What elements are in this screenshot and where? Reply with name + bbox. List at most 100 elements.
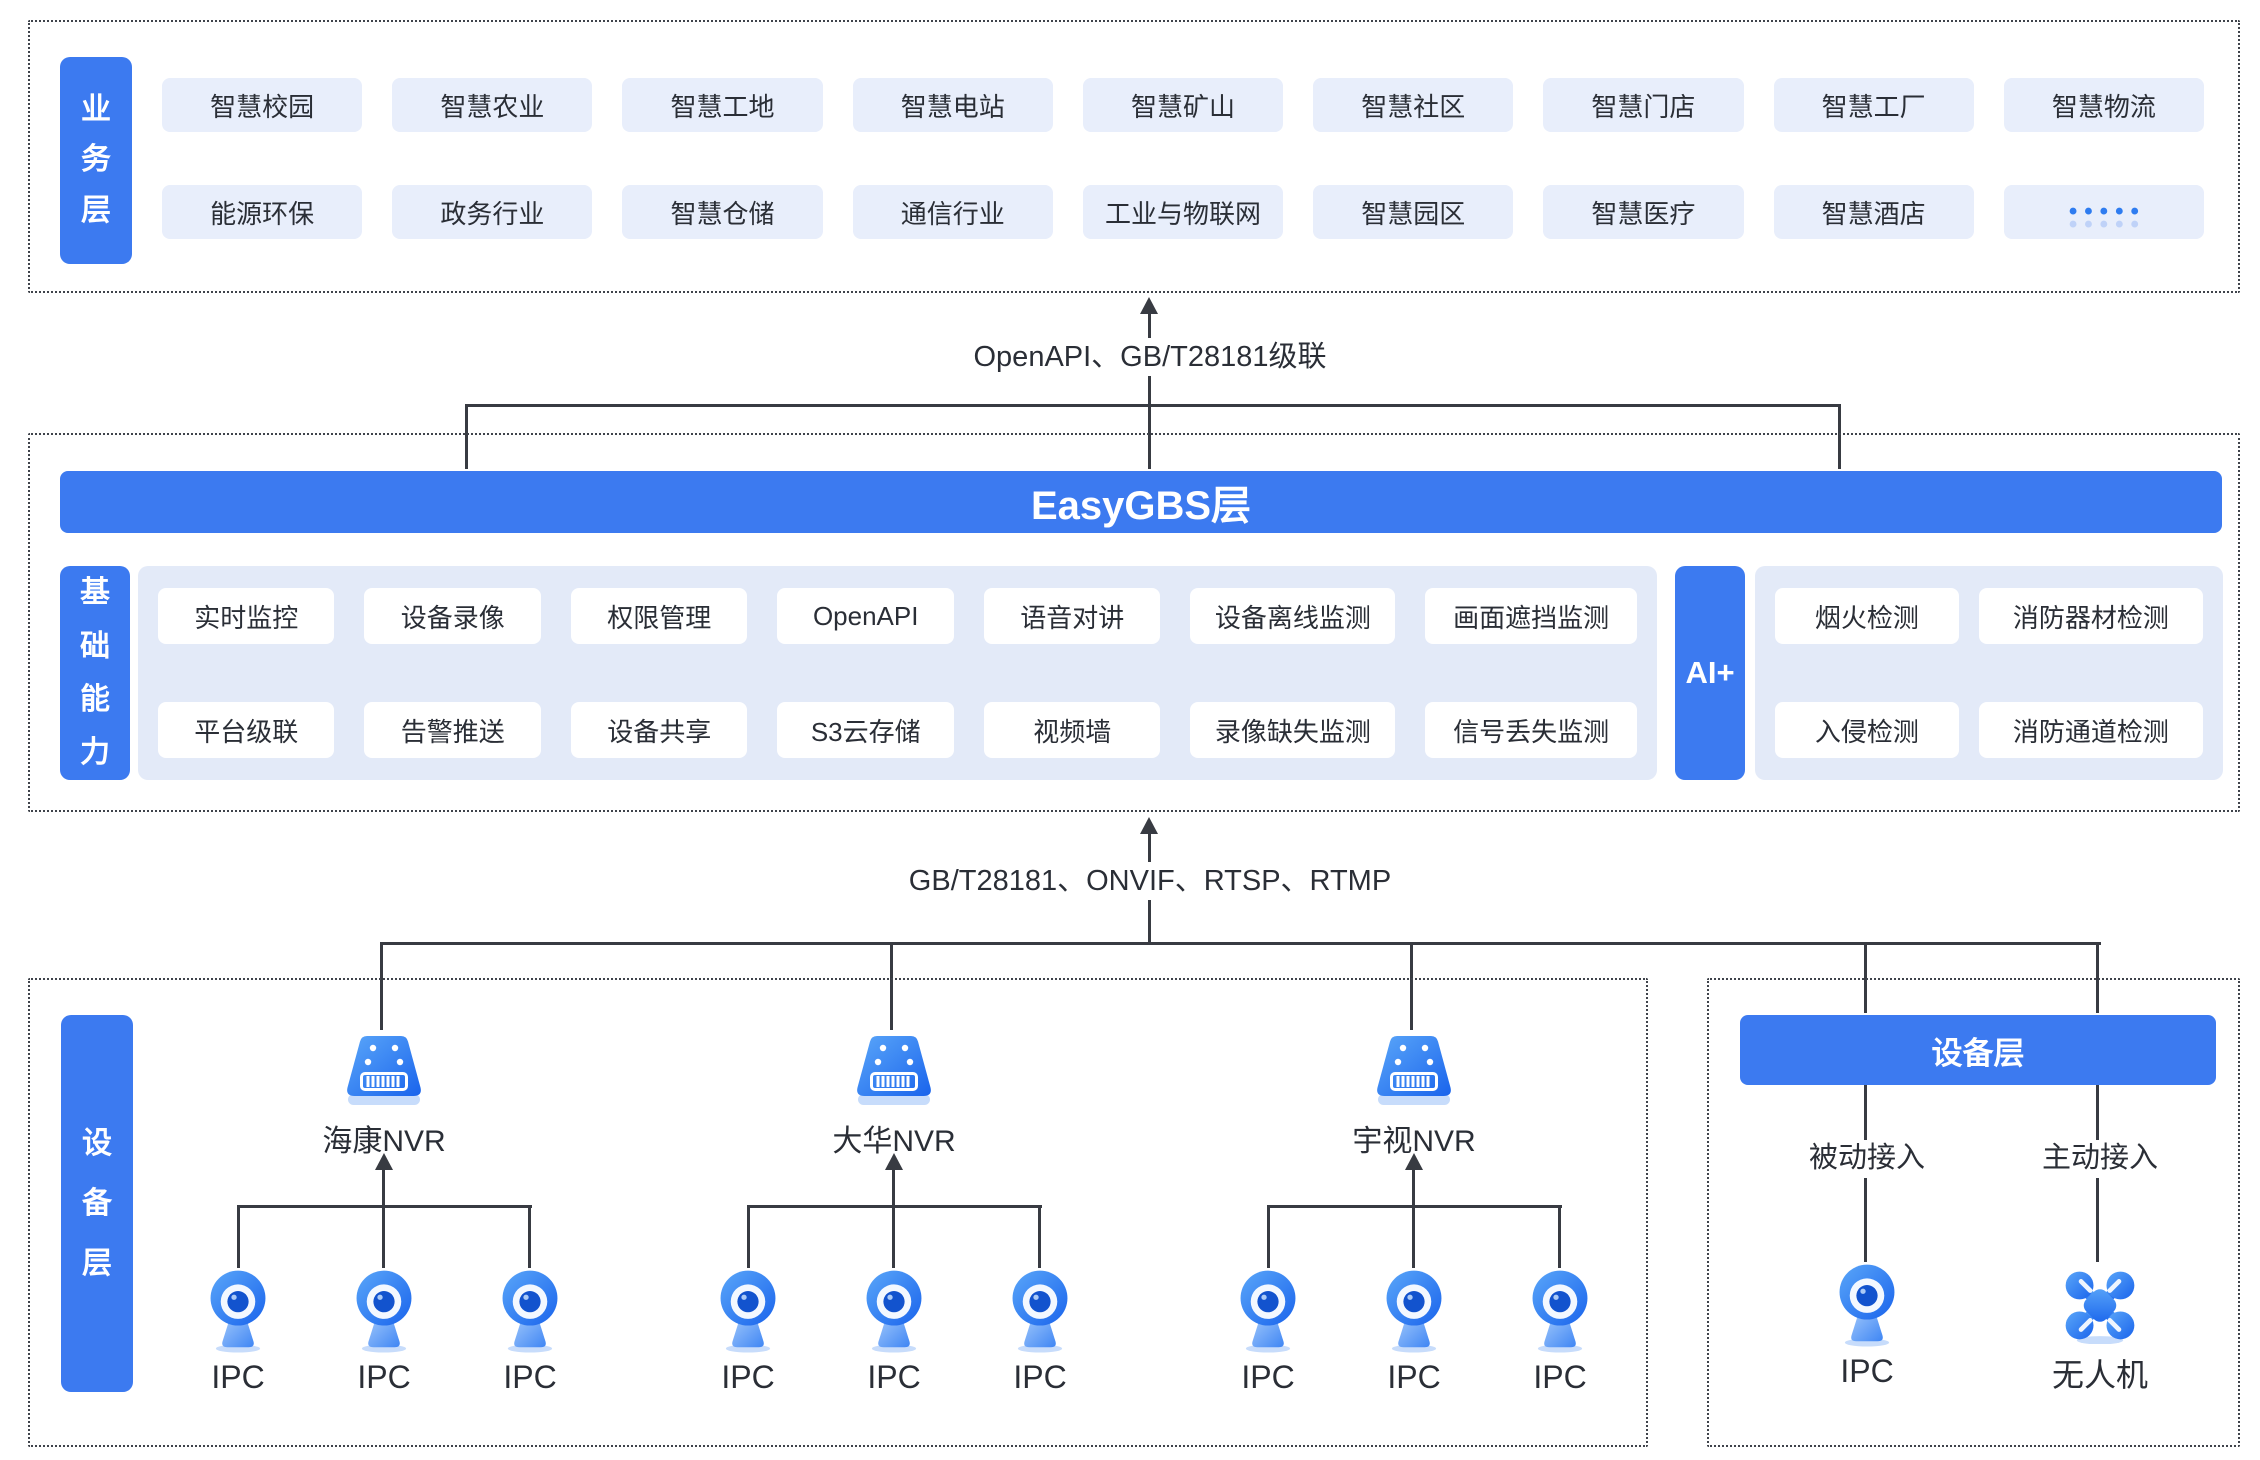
- business-item: 智慧社区: [1313, 78, 1514, 132]
- ipc-camera-icon: [1386, 1270, 1442, 1353]
- capabilities-label-text: 基础能力: [80, 576, 110, 770]
- drop-line-active-low: [2096, 1178, 2099, 1262]
- passive-access-label: 被动接入: [1767, 1140, 1967, 1176]
- business-item: 智慧物流: [2003, 78, 2204, 132]
- ipc-drop: [747, 1205, 750, 1268]
- capabilities-panel: 实时监控 设备录像 权限管理 OpenAPI 语音对讲 设备离线监测 画面遮挡监…: [138, 566, 1657, 780]
- device-layer-section: 设备层 海康NVR IPC IPC IPC: [28, 978, 1648, 1447]
- business-item: 智慧酒店: [1773, 185, 1974, 239]
- connector-bus-top: [465, 404, 1841, 407]
- business-items-grid: 智慧校园 智慧农业 智慧工地 智慧电站 智慧矿山 智慧社区 智慧门店 智慧工厂 …: [162, 78, 2204, 239]
- drop-line-passive-mid: [1864, 1085, 1867, 1142]
- ipc-unit: IPC: [1354, 1268, 1474, 1396]
- ipc-unit: IPC: [688, 1268, 808, 1396]
- nvr-riser: [382, 1169, 385, 1205]
- nvr-group-3: 宇视NVR IPC IPC IPC: [1194, 1032, 1634, 1432]
- arrow-up-to-nvr-icon: [885, 1153, 903, 1170]
- ai-capability-chip: 烟火检测: [1775, 588, 1959, 644]
- business-item: 智慧矿山: [1082, 78, 1284, 132]
- top-protocol-label: OpenAPI、GB/T28181级联: [959, 338, 1341, 376]
- drone-unit: 无人机: [2040, 1266, 2160, 1396]
- easygbs-core-section: EasyGBS层 基础能力 实时监控 设备录像 权限管理 OpenAPI 语音对…: [28, 433, 2240, 812]
- connector-riser-top: [1148, 312, 1151, 469]
- drop-line-nvr-1: [380, 942, 383, 1030]
- ipc-drop: [382, 1205, 385, 1268]
- ipc-label: IPC: [721, 1359, 775, 1395]
- capability-chip: 平台级联: [158, 702, 335, 758]
- ipc-camera-icon: [1839, 1264, 1895, 1347]
- drop-line-active-mid: [2096, 1085, 2099, 1142]
- ipc-camera-icon: [356, 1270, 412, 1353]
- device-layer-label-text: 设备层: [82, 1126, 112, 1280]
- capability-chip: 设备录像: [364, 588, 541, 644]
- arrow-up-to-nvr-icon: [1405, 1153, 1423, 1170]
- ipc-camera-icon: [720, 1270, 776, 1353]
- business-item: 智慧工地: [622, 78, 823, 132]
- drone-label: 无人机: [2051, 1357, 2148, 1393]
- capability-chip: 信号丢失监测: [1425, 702, 1637, 758]
- nvr-recorder-icon: [855, 1034, 933, 1107]
- easygbs-layer-bar: EasyGBS层: [60, 471, 2222, 533]
- nvr-riser: [1412, 1169, 1415, 1205]
- ipc-label: IPC: [1533, 1359, 1587, 1395]
- ipc-label: IPC: [867, 1359, 921, 1395]
- business-item: 智慧园区: [1313, 185, 1514, 239]
- business-layer-label: 业务层: [60, 57, 132, 264]
- ipc-unit: IPC: [980, 1268, 1100, 1396]
- ipc-label: IPC: [1013, 1359, 1067, 1395]
- capability-chip: 录像缺失监测: [1190, 702, 1396, 758]
- drop-line-nvr-3: [1410, 942, 1413, 1030]
- drop-line-passive: [1864, 942, 1867, 1013]
- business-item: 政务行业: [392, 185, 593, 239]
- business-item: 智慧校园: [162, 78, 363, 132]
- ai-capability-chip: 入侵检测: [1775, 702, 1959, 758]
- business-item: 智慧电站: [852, 78, 1053, 132]
- ipc-drop: [892, 1205, 895, 1268]
- device-layer-header: 设备层: [1740, 1015, 2216, 1085]
- capabilities-label: 基础能力: [60, 566, 130, 780]
- ipc-camera-icon: [1532, 1270, 1588, 1353]
- drop-line-active: [2096, 942, 2099, 1013]
- ipc-label: IPC: [211, 1359, 265, 1395]
- business-item: 智慧仓储: [622, 185, 823, 239]
- device-layer-label: 设备层: [61, 1015, 133, 1392]
- capability-chip: 设备共享: [570, 702, 748, 758]
- capability-chip: OpenAPI: [777, 588, 954, 644]
- drone-icon: [2065, 1271, 2135, 1344]
- ipc-unit: IPC: [834, 1268, 954, 1396]
- business-item: 通信行业: [852, 185, 1053, 239]
- ai-capabilities-panel: 烟火检测 消防器材检测 入侵检测 消防通道检测: [1755, 566, 2223, 780]
- ipc-drop: [1412, 1205, 1415, 1268]
- ai-capability-chip: 消防通道检测: [1978, 702, 2203, 758]
- capability-chip: 实时监控: [158, 588, 335, 644]
- bottom-protocol-label: GB/T28181、ONVIF、RTSP、RTMP: [894, 862, 1406, 900]
- ipc-label: IPC: [503, 1359, 557, 1395]
- business-item: 智慧工厂: [1773, 78, 1974, 132]
- ipc-unit: IPC: [1500, 1268, 1620, 1396]
- ipc-camera-icon: [1012, 1270, 1068, 1353]
- ellipsis-dots-icon: •••••: [2003, 185, 2204, 239]
- ipc-label: IPC: [357, 1359, 411, 1395]
- business-item: 智慧农业: [392, 78, 593, 132]
- capability-chip: 画面遮挡监测: [1425, 588, 1637, 644]
- ipc-drop: [237, 1205, 240, 1268]
- device-access-section: 设备层 被动接入 主动接入 IPC 无人机: [1707, 978, 2240, 1447]
- capability-chip: 语音对讲: [983, 588, 1161, 644]
- nvr-label: 大华NVR: [832, 1125, 956, 1158]
- ipc-camera-icon: [866, 1270, 922, 1353]
- ai-plus-label: AI+: [1675, 566, 1745, 780]
- nvr-label: 宇视NVR: [1352, 1125, 1476, 1158]
- arrow-up-to-nvr-icon: [375, 1153, 393, 1170]
- business-layer-label-text: 业务层: [81, 92, 111, 227]
- ipc-camera-icon: [1240, 1270, 1296, 1353]
- drop-line-passive-low: [1864, 1178, 1867, 1262]
- capability-chip: 告警推送: [364, 702, 541, 758]
- business-item: 智慧医疗: [1543, 185, 1744, 239]
- ipc-label: IPC: [1387, 1359, 1441, 1395]
- connector-bus-bottom: [380, 942, 2101, 945]
- ipc-camera-icon: [210, 1270, 266, 1353]
- ipc-drop: [528, 1205, 531, 1268]
- connector-stub-left: [465, 404, 468, 469]
- ipc-drop: [1267, 1205, 1270, 1268]
